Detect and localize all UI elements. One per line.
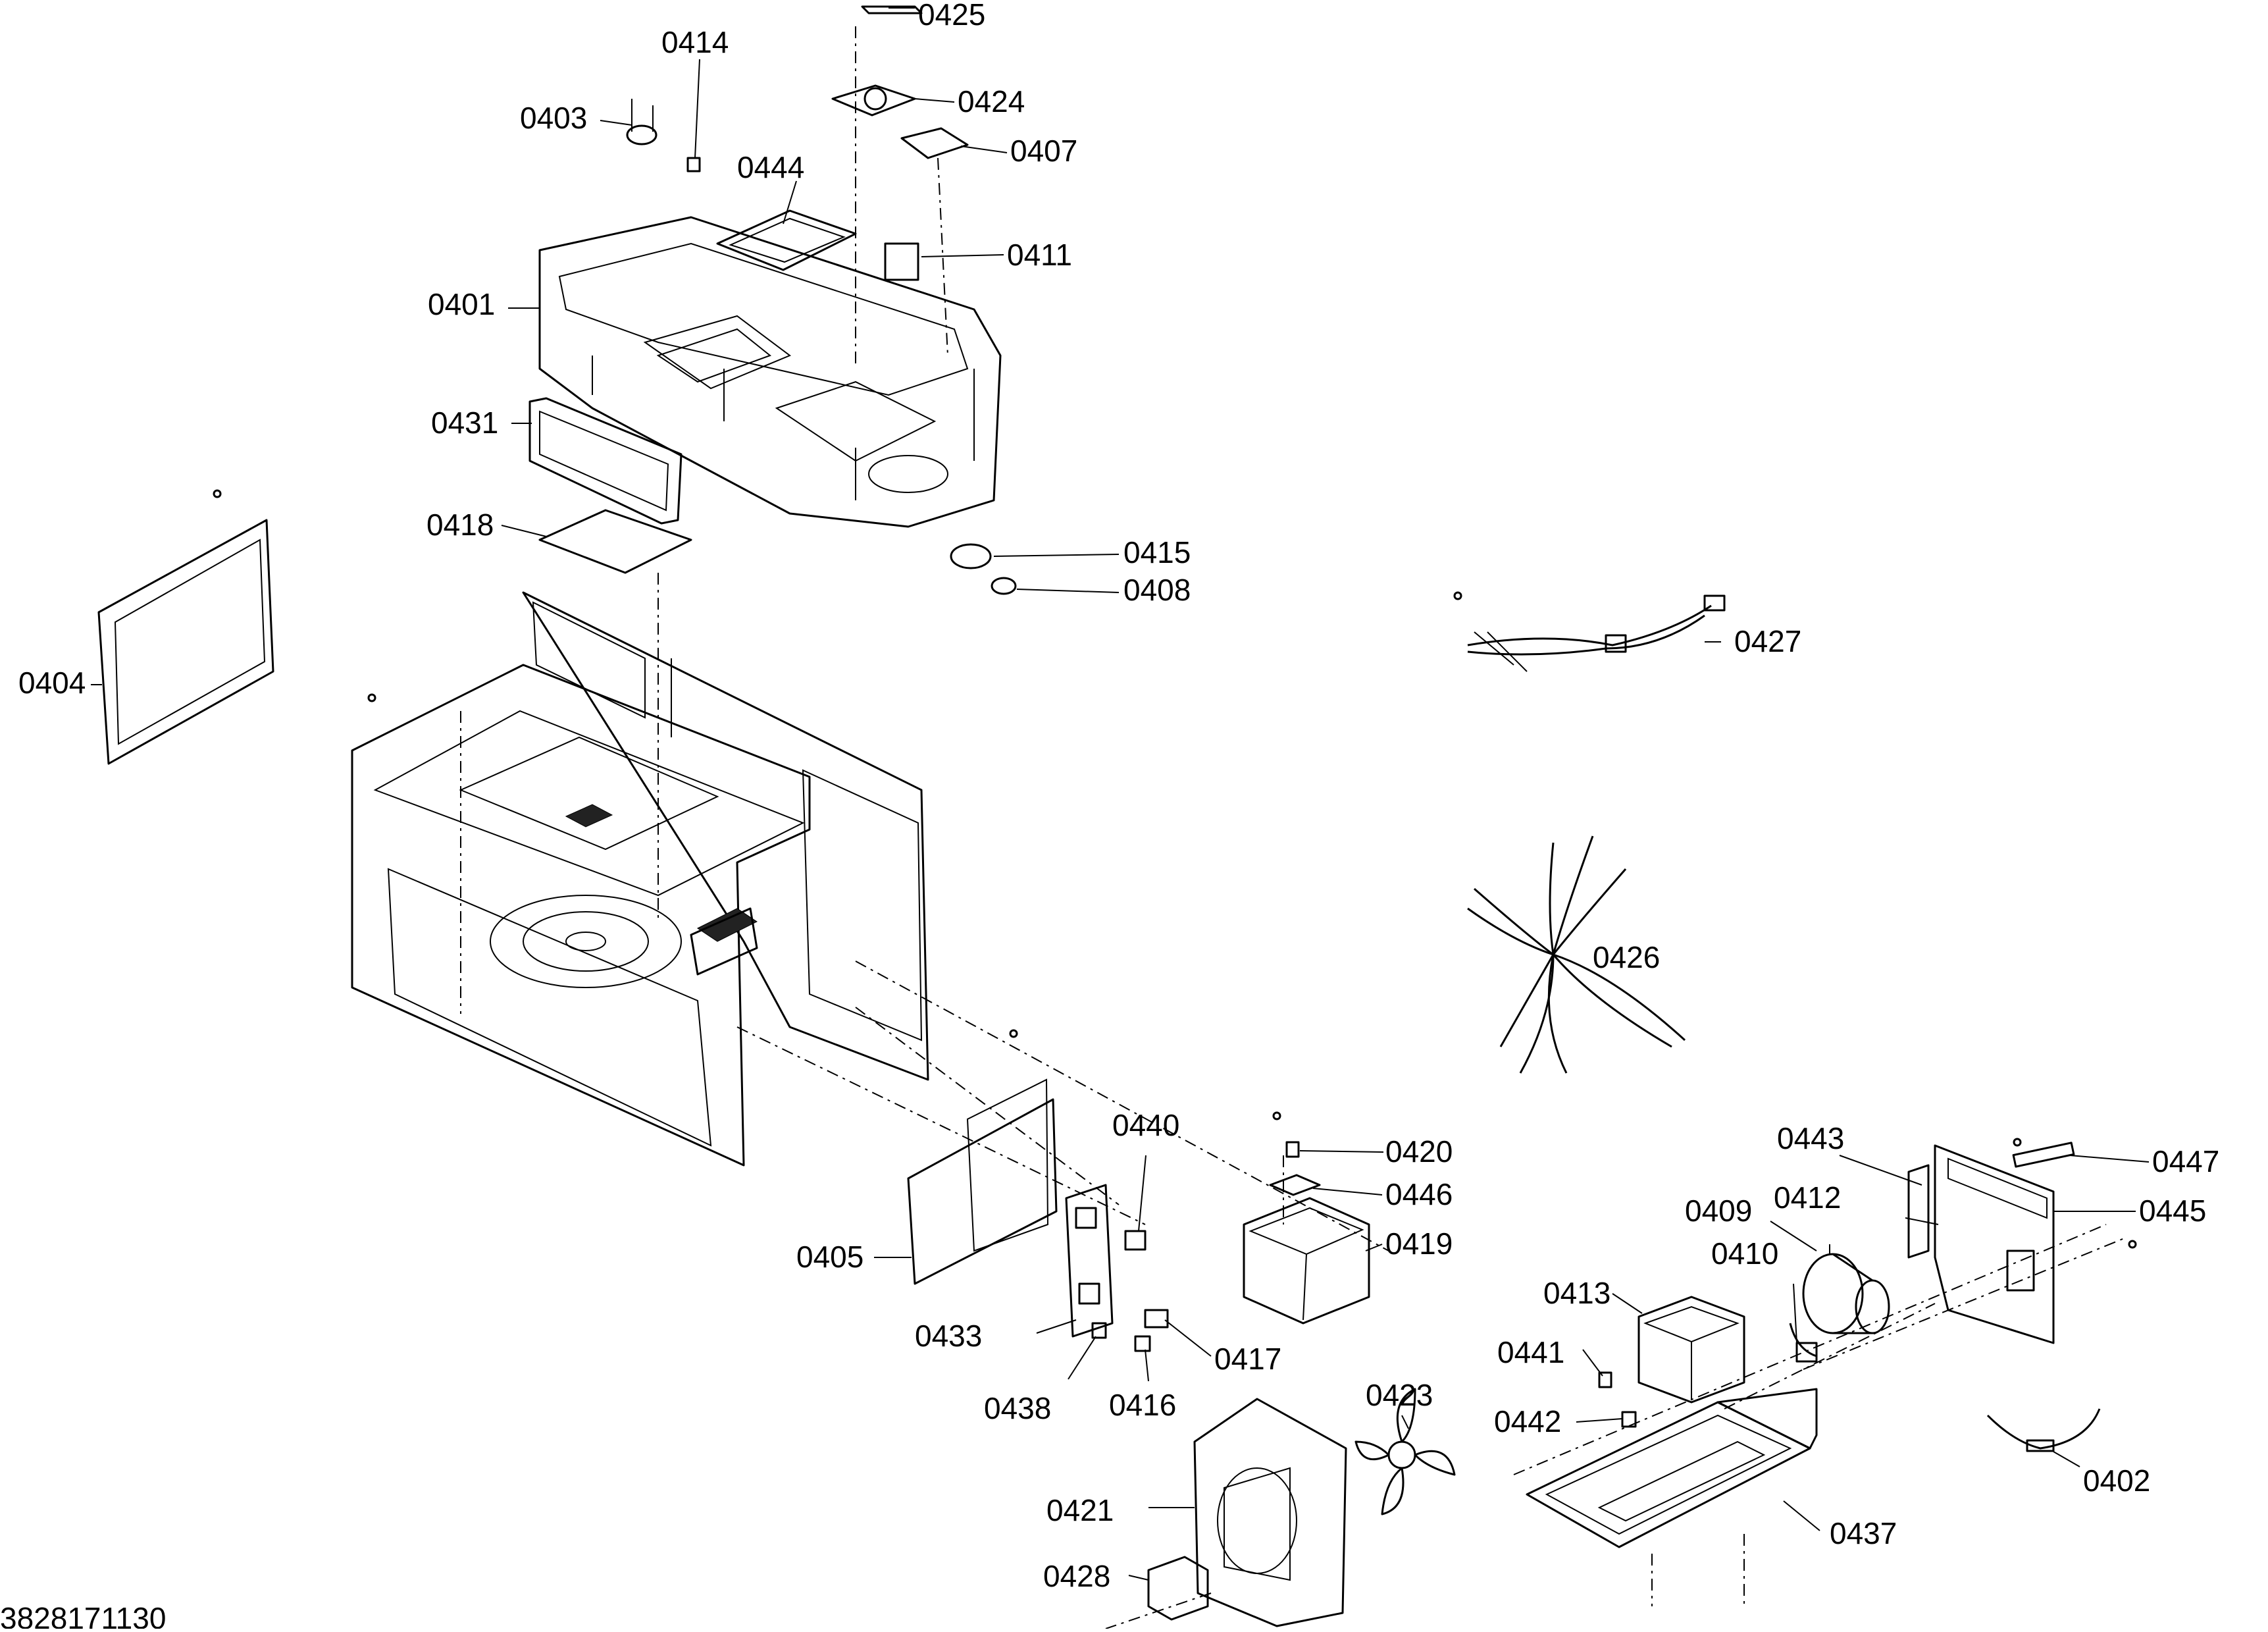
callout-0441: 0441 (1497, 1335, 1564, 1369)
callout-0404: 0404 (18, 666, 86, 700)
panel-0405 (907, 1078, 1058, 1285)
callout-0447: 0447 (2152, 1144, 2219, 1178)
callout-0403: 0403 (520, 101, 587, 135)
bracket-0443 (1907, 1164, 1930, 1259)
callout-0425: 0425 (918, 0, 985, 32)
interlock-bracket-0433 (1065, 1184, 1114, 1338)
base-plate-0437 (1526, 1388, 1818, 1548)
power-cord-0427 (1467, 594, 1726, 672)
callout-0411: 0411 (1007, 238, 1072, 272)
callout-0409: 0409 (1685, 1194, 1752, 1228)
callout-0405: 0405 (796, 1240, 863, 1274)
callout-0438: 0438 (984, 1391, 1051, 1425)
callout-0417: 0417 (1214, 1342, 1281, 1376)
hv-transformer-0413 (1637, 1296, 1745, 1404)
callout-0420: 0420 (1385, 1134, 1453, 1169)
grille-0431 (528, 397, 683, 525)
callout-0446: 0446 (1385, 1177, 1453, 1211)
callout-0442: 0442 (1494, 1404, 1561, 1438)
callout-0414: 0414 (661, 25, 729, 59)
callout-0407: 0407 (1010, 134, 1077, 168)
callout-0408: 0408 (1123, 573, 1191, 607)
screws-and-clips (213, 489, 2137, 1428)
callout-0418: 0418 (426, 508, 494, 542)
callout-0426: 0426 (1593, 940, 1660, 974)
small-parts-top (626, 5, 1017, 595)
assembly-lines (460, 26, 2126, 1629)
callout-0412: 0412 (1774, 1180, 1841, 1215)
oven-cavity (351, 591, 929, 1167)
motor-0428 (1147, 1556, 1209, 1621)
callout-0410: 0410 (1711, 1236, 1778, 1271)
switch-parts (1091, 1230, 1169, 1352)
callout-0416: 0416 (1109, 1388, 1176, 1422)
callout-0428: 0428 (1043, 1559, 1110, 1593)
callout-labels: 0401 0402 0403 0404 0405 0407 0408 0409 … (18, 0, 2219, 1593)
thermal-fuse-0402 (1986, 1408, 2101, 1452)
callout-0419: 0419 (1385, 1226, 1453, 1261)
callout-0431: 0431 (431, 406, 498, 440)
callout-0427: 0427 (1734, 624, 1801, 658)
capacitor-0409 (1802, 1253, 1890, 1334)
callout-0444: 0444 (737, 150, 804, 184)
leader-lines (91, 7, 2150, 1581)
drawing-number: 3828171130 (0, 1601, 166, 1629)
door-frame-0404 (97, 519, 274, 765)
callout-0433: 0433 (915, 1319, 982, 1353)
rear-panel-0445 (1934, 1144, 2055, 1344)
callout-0415: 0415 (1123, 535, 1191, 569)
thermistor-0447 (2012, 1142, 2075, 1168)
diode-0410 (1789, 1323, 1818, 1363)
callout-0437: 0437 (1830, 1516, 1897, 1550)
callout-0402: 0402 (2083, 1463, 2150, 1498)
callout-0413: 0413 (1543, 1276, 1611, 1310)
callout-0424: 0424 (958, 84, 1025, 118)
wire-harness-0426 (1467, 835, 1686, 1074)
filter-frame-0444 (716, 209, 857, 271)
callout-0443: 0443 (1777, 1121, 1844, 1155)
callout-0423: 0423 (1366, 1378, 1433, 1412)
callout-0440: 0440 (1112, 1108, 1179, 1142)
vent-housing-0401 (538, 216, 1002, 528)
callout-0401: 0401 (428, 287, 495, 321)
callout-0421: 0421 (1046, 1493, 1114, 1527)
fan-blade-0423 (1354, 1388, 1456, 1515)
fan-bracket-0421 (1193, 1398, 1347, 1627)
callout-0445: 0445 (2139, 1194, 2206, 1228)
magnetron-0419 (1243, 1141, 1370, 1325)
cover-plate-0418 (538, 509, 692, 574)
